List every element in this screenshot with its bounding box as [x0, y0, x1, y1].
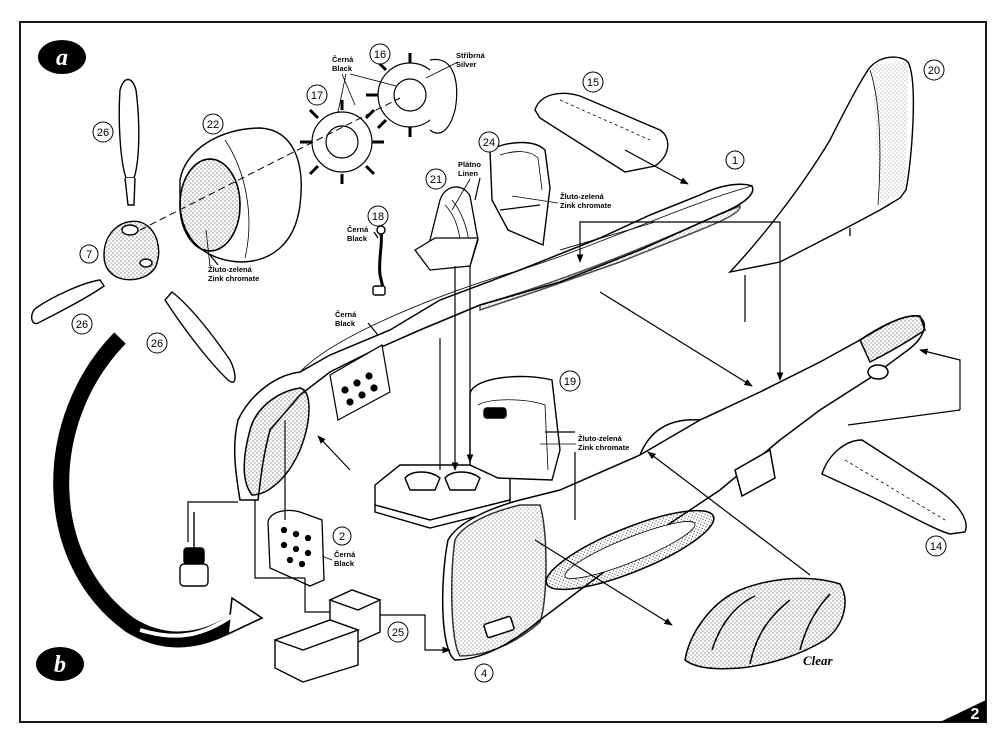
note-bulkhead-zinc: Žluto-zelená Zink chromate: [540, 434, 629, 452]
step-b-badge: b: [36, 647, 84, 681]
part-label-14: 14: [925, 535, 947, 557]
note-engine-black: Černá Black: [332, 55, 397, 113]
svg-text:Žluto-zelená: Žluto-zelená: [578, 434, 623, 443]
part-label-1: 1: [725, 150, 745, 170]
canopy-clear-label: Clear: [803, 653, 834, 668]
page-number-tab: 2: [940, 700, 986, 723]
svg-text:Zink chromate: Zink chromate: [578, 443, 629, 452]
engine-cowling: [179, 127, 302, 263]
step-transition-arrow: [53, 332, 264, 648]
part-label-22: 22: [202, 113, 224, 135]
svg-text:Zink chromate: Zink chromate: [560, 201, 611, 210]
part-numbers: 1 2 4 7 14 15 16 17 18 19 20 21 22 24 25…: [71, 43, 947, 683]
svg-text:20: 20: [928, 65, 940, 77]
page-number: 2: [971, 706, 980, 723]
svg-text:19: 19: [564, 376, 576, 388]
step-a-badge: a: [38, 40, 86, 74]
horizontal-stabilizer: [821, 439, 967, 535]
radial-engine-front: [300, 100, 384, 184]
part-label-19: 19: [559, 370, 581, 392]
svg-text:Černá: Černá: [332, 55, 354, 64]
svg-text:Silver: Silver: [456, 60, 477, 69]
control-stick: [179, 512, 209, 587]
svg-text:26: 26: [151, 338, 163, 350]
propeller-assembly: [30, 78, 236, 383]
svg-text:Žluto-zelená: Žluto-zelená: [560, 192, 605, 201]
step-b-letter: b: [54, 652, 66, 678]
part-label-15: 15: [582, 71, 604, 93]
svg-text:Černá: Černá: [335, 310, 357, 319]
instrument-sub-panel: [267, 509, 325, 587]
svg-text:Black: Black: [335, 319, 356, 328]
svg-text:Black: Black: [334, 559, 355, 568]
propeller-blade-right: [164, 291, 236, 383]
svg-text:Černá: Černá: [347, 225, 369, 234]
part-label-25: 25: [387, 621, 409, 643]
part-label-20: 20: [923, 59, 945, 81]
svg-text:Black: Black: [332, 64, 353, 73]
part-label-26-right: 26: [146, 332, 168, 354]
svg-text:7: 7: [86, 249, 92, 261]
part-label-2: 2: [332, 526, 352, 546]
propeller-blade-left: [30, 279, 105, 325]
svg-text:25: 25: [392, 627, 404, 639]
cockpit-floor: [374, 464, 511, 529]
note-armor-zinc: Žluto-zelená Zink chromate: [511, 192, 611, 210]
fuselage-left-half: [233, 183, 754, 501]
seat-armor-plate: [489, 141, 551, 247]
svg-text:Černá: Černá: [334, 550, 356, 559]
note-engine-silver: Stříbrná Silver: [425, 51, 486, 79]
svg-text:26: 26: [97, 127, 109, 139]
exhaust-pipe: [372, 225, 386, 296]
radial-engine-rear: [366, 53, 458, 137]
wing-panel-upper: [534, 92, 669, 173]
svg-text:Linen: Linen: [458, 169, 478, 178]
part-label-7: 7: [79, 244, 99, 264]
svg-text:Stříbrná: Stříbrná: [456, 51, 486, 60]
assembly-arrows: [187, 149, 961, 654]
note-panel-black: Černá Black: [335, 310, 357, 328]
svg-text:1: 1: [732, 155, 738, 167]
cockpit-canopy: [684, 577, 846, 670]
svg-text:26: 26: [76, 319, 88, 331]
svg-text:21: 21: [430, 174, 442, 186]
svg-text:Zink chromate: Zink chromate: [208, 274, 259, 283]
instrument-panel: [329, 344, 391, 421]
alignment-line-engine: [139, 97, 401, 231]
propeller-blade-upper: [118, 78, 140, 179]
svg-text:24: 24: [483, 137, 495, 149]
part-label-16: 16: [369, 43, 391, 65]
svg-text:Plátno: Plátno: [458, 160, 481, 169]
part-label-4: 4: [474, 663, 494, 683]
note-subpanel-black: Černá Black: [321, 550, 356, 568]
note-cowling-zinc: Žluto-zelená Zink chromate: [205, 229, 259, 283]
note-seat-linen: Plátno Linen: [451, 160, 481, 211]
svg-text:15: 15: [587, 77, 599, 89]
color-notes: Černá Black Stříbrná Silver Žluto-zelená…: [205, 51, 629, 568]
part-label-24: 24: [478, 131, 500, 153]
part-label-26-upper: 26: [92, 121, 114, 143]
part-label-21: 21: [425, 168, 447, 190]
svg-text:16: 16: [374, 49, 386, 61]
svg-text:Žluto-zelená: Žluto-zelená: [208, 265, 253, 274]
part-label-18: 18: [367, 205, 389, 227]
pilot-seat: [414, 186, 479, 271]
svg-text:22: 22: [207, 119, 219, 131]
tail-wheel-block: [272, 589, 382, 683]
svg-text:Black: Black: [347, 234, 368, 243]
part-label-26-left: 26: [71, 313, 93, 335]
cockpit-bulkhead: [469, 375, 561, 481]
page-frame: [19, 21, 987, 723]
svg-text:14: 14: [930, 541, 942, 553]
svg-text:18: 18: [372, 211, 384, 223]
svg-text:4: 4: [481, 668, 487, 680]
svg-text:2: 2: [339, 531, 345, 543]
step-a-letter: a: [56, 45, 68, 71]
part-label-17: 17: [306, 84, 328, 106]
note-exhaust-black: Černá Black: [347, 225, 369, 243]
svg-text:17: 17: [311, 90, 323, 102]
fuselage-right-half: [441, 315, 926, 661]
vertical-tail-fin: [727, 56, 915, 274]
